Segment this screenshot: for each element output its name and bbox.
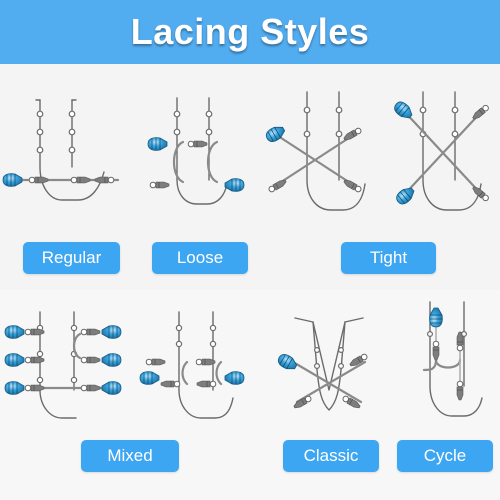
loose-lacing-illustration — [147, 97, 245, 205]
cycle-style-label: Cycle — [423, 446, 467, 465]
tight-style-button[interactable]: Tight — [341, 242, 436, 274]
regular-style-button[interactable]: Regular — [23, 242, 120, 274]
classic-style-button[interactable]: Classic — [283, 440, 379, 472]
tight-lacing-illustration — [263, 91, 491, 211]
cycle-lacing-illustration — [422, 301, 483, 417]
regular-style-label: Regular — [41, 248, 102, 267]
tight-style-label: Tight — [369, 248, 408, 267]
regular-lacing-illustration — [2, 99, 120, 201]
mixed-lacing-illustration-2 — [139, 311, 245, 419]
mixed-style-button[interactable]: Mixed — [81, 440, 179, 472]
cycle-style-button[interactable]: Cycle — [397, 440, 493, 472]
loose-style-label: Loose — [176, 248, 224, 267]
page-title: Lacing Styles — [130, 11, 370, 52]
classic-style-label: Classic — [303, 446, 359, 465]
mixed-style-label: Mixed — [107, 446, 153, 465]
loose-style-button[interactable]: Loose — [152, 242, 248, 274]
classic-lacing-illustration — [275, 317, 369, 411]
mixed-lacing-illustration — [4, 311, 122, 419]
header-banner: Lacing Styles — [0, 0, 500, 64]
